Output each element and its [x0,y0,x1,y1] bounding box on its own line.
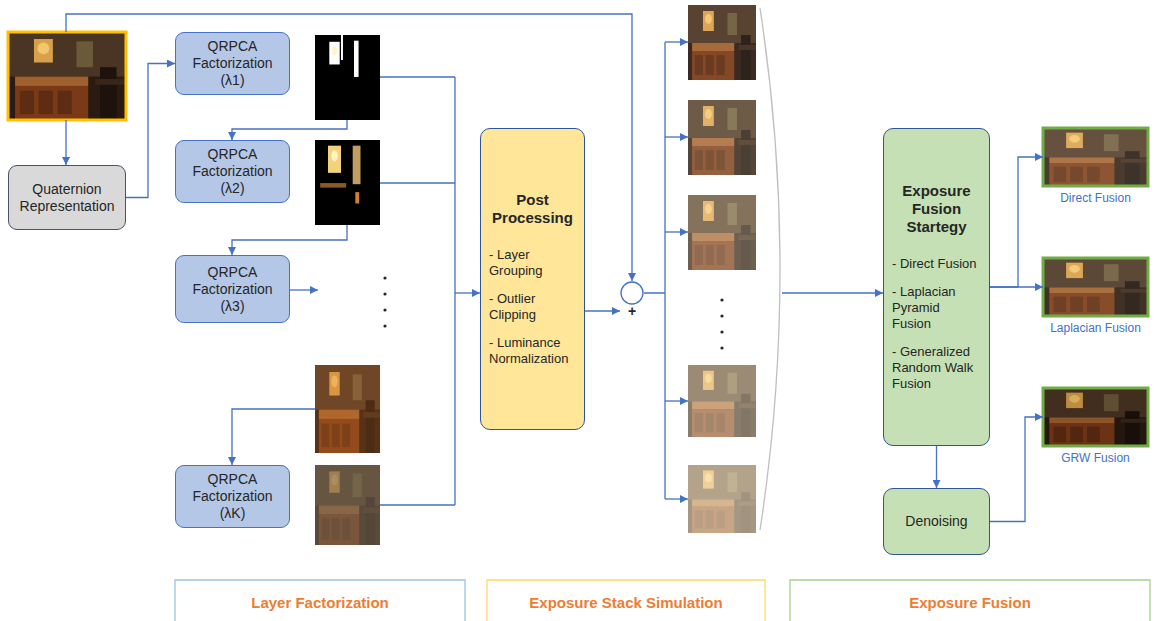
dot [383,276,386,279]
process-box: QRPCA Factorization (λ2) [175,140,290,203]
dot [720,346,723,349]
image-slot [1043,258,1148,316]
list-item: - Generalized Random Walk Fusion [892,344,981,392]
wire [665,41,688,42]
connector-arrow [585,310,620,311]
layer-image [315,35,380,120]
wire [380,77,455,505]
process-box: Denoising [883,488,990,555]
wire [665,231,688,232]
wire [232,120,347,140]
box-label: QRPCA Factorization (λ1) [182,38,283,89]
circle-outline [621,282,643,304]
stack-tint [688,100,756,175]
input-frame [8,32,126,120]
image-slot [1043,388,1148,446]
output-tint [1043,388,1148,446]
process-box: QRPCA Factorization (λ3) [175,255,290,323]
wire [665,400,688,401]
box-label: Denoising [892,513,981,530]
connector-arrow [936,446,937,488]
list-item: - Outlier Clipping [489,291,576,323]
layer-image [315,365,380,453]
output-frame [1043,388,1148,446]
wire [290,289,318,290]
layer-tint [315,365,380,453]
connector-arrow [990,157,1043,287]
stack-image [688,465,756,533]
stack-tint [688,5,756,80]
box-label: Exposure Fusion Startegy [892,182,981,236]
image-caption: Laplacian Fusion [1043,321,1148,335]
dot [720,330,723,333]
section-bracket [790,580,1150,621]
section-bracket [175,580,465,621]
dot [383,292,386,295]
box-label: QRPCA Factorization (λ2) [182,146,283,197]
box-label: Quaternion Representation [15,181,119,215]
stack-image [688,195,756,270]
stack-image [688,365,756,437]
stage-box: Post Processing - Layer Grouping - Outlier… [480,128,585,430]
wire [455,292,480,293]
box-label: QRPCA Factorization (λK) [182,471,283,522]
box-label: QRPCA Factorization (λ3) [182,264,283,315]
circle-outline [620,281,735,341]
output-image: GRW Fusion [1043,388,1148,468]
dot [720,314,723,317]
process-box: QRPCA Factorization (λK) [175,465,290,528]
output-photo [1043,388,1148,446]
layer-image [315,465,380,545]
wire [782,292,883,293]
list-item: - Direct Fusion [892,256,981,272]
output-image: Laplacian Fusion [1043,258,1148,338]
layer-tint [315,465,380,545]
box-label: Post Processing [489,191,576,227]
connector-arrow [990,286,1043,287]
section-bracket [487,580,765,621]
layer-image [315,140,380,225]
operator-symbol: + [628,304,636,318]
output-tint [1043,258,1148,316]
process-box: QRPCA Factorization (λ1) [175,32,290,95]
stack-image [688,5,756,80]
image-caption: Direct Fusion [1043,191,1148,205]
sum-circle: + [620,281,644,341]
list-item: - Luminance Normalization [489,335,576,367]
stack-tint [688,195,756,270]
output-frame [1043,128,1148,186]
dot [383,324,386,327]
stage-box: Exposure Fusion Startegy - Direct Fusion -… [883,128,990,446]
connector-arrow [126,64,175,198]
stack-bracket [760,8,780,530]
list-item: - Laplacian Pyramid Fusion [892,284,981,332]
list-item: - Layer Grouping [489,247,576,279]
connector-arrow [990,417,1043,522]
wire [665,498,688,499]
section-label: Exposure Stack Simulation [487,594,765,612]
dot [720,298,723,301]
output-photo [1043,128,1148,186]
process-box: Quaternion Representation [8,165,126,230]
wire [232,409,315,465]
stack-tint [688,465,756,533]
wire [644,42,665,499]
output-tint [1043,128,1148,186]
wire-group [66,14,883,505]
output-photo [1043,258,1148,316]
output-frame [1043,258,1148,316]
stack-image [688,100,756,175]
wire [232,225,347,255]
dot [383,308,386,311]
stack-tint [688,365,756,437]
input-photo [8,32,126,120]
image-slot [1043,128,1148,186]
section-label: Layer Factorization [175,594,465,612]
image-caption: GRW Fusion [1043,451,1148,465]
wire [665,136,688,137]
section-label: Exposure Fusion [790,594,1150,612]
wire [65,120,66,165]
output-image: Direct Fusion [1043,128,1148,208]
